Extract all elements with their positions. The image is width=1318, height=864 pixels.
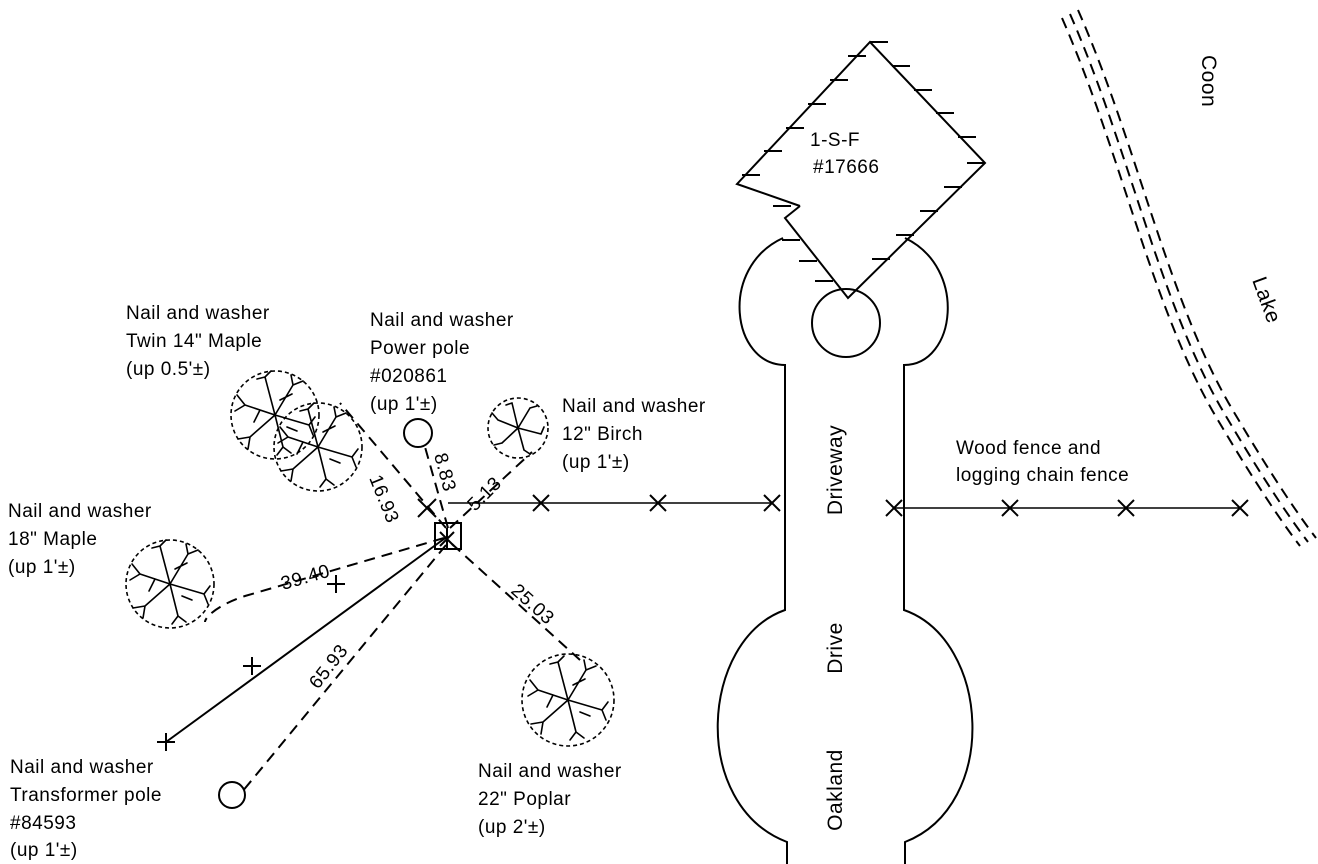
svg-text:Nail and washer: Nail and washer [562,396,706,417]
fence-east [885,499,1249,517]
svg-text:(up 1'±): (up 1'±) [562,452,630,473]
svg-text:Nail and washer: Nail and washer [8,501,152,522]
svg-text:#020861: #020861 [370,366,447,387]
transformer-pole-symbol [218,781,246,809]
distance-to-maple14: 16.93 [364,472,402,526]
oakland-label: Oakland [824,749,847,831]
fence-label-line2: logging chain fence [956,465,1129,486]
benchmark-power-pole-label: Nail and washer Power pole #020861 (up 1… [370,310,514,415]
tree-maple14-b-icon [273,402,363,492]
svg-text:(up 0.5'±): (up 0.5'±) [126,359,211,380]
benchmark-birch-label: Nail and washer 12" Birch (up 1'±) [562,396,706,473]
svg-text:(up 2'±): (up 2'±) [478,817,546,838]
svg-text:(up 1'±): (up 1'±) [8,557,76,578]
lake-label-coon: Coon [1197,55,1220,107]
drive-label: Drive [824,622,847,674]
svg-text:#84593: #84593 [10,813,76,834]
svg-text:Twin 14" Maple: Twin 14" Maple [126,331,262,352]
lake-shoreline [1061,9,1317,547]
svg-text:Transformer pole: Transformer pole [10,785,162,806]
svg-text:Nail and washer: Nail and washer [370,310,514,331]
fence-west [448,494,781,512]
svg-text:18" Maple: 18" Maple [8,529,97,550]
distance-to-poplar: 25.03 [507,580,558,629]
svg-text:(up 1'±): (up 1'±) [370,394,438,415]
benchmark-transformer-label: Nail and washer Transformer pole #84593 … [10,757,162,861]
distance-ties [204,402,581,793]
distance-to-power-pole: 8.83 [429,451,459,494]
svg-text:Nail and washer: Nail and washer [126,303,270,324]
tree-birch-icon [487,397,549,459]
svg-text:Nail and washer: Nail and washer [10,757,154,778]
svg-text:(up 1'±): (up 1'±) [10,840,78,861]
svg-text:22" Poplar: 22" Poplar [478,789,571,810]
tree-poplar-icon [521,653,615,747]
house-outline [735,40,987,300]
lake-label-lake: Lake [1247,274,1285,327]
tree-maple14-a-icon [230,370,320,460]
svg-text:12" Birch: 12" Birch [562,424,643,445]
benchmark-poplar-label: Nail and washer 22" Poplar (up 2'±) [478,761,622,838]
driveway-outline [716,237,974,864]
benchmark-maple14-label: Nail and washer Twin 14" Maple (up 0.5'±… [126,303,270,380]
power-pole-symbol [403,418,433,448]
property-line [157,535,449,751]
house-label-line1: 1-S-F [810,130,860,151]
tree-maple18-icon [125,539,215,629]
house-label-line2: #17666 [813,157,879,178]
benchmark-maple18-label: Nail and washer 18" Maple (up 1'±) [8,501,152,578]
fence-label-line1: Wood fence and [956,438,1101,459]
svg-text:Nail and washer: Nail and washer [478,761,622,782]
svg-text:Power pole: Power pole [370,338,470,359]
driveway-label: Driveway [824,425,847,515]
survey-station [434,522,462,550]
distance-to-maple18: 39.40 [279,561,333,595]
